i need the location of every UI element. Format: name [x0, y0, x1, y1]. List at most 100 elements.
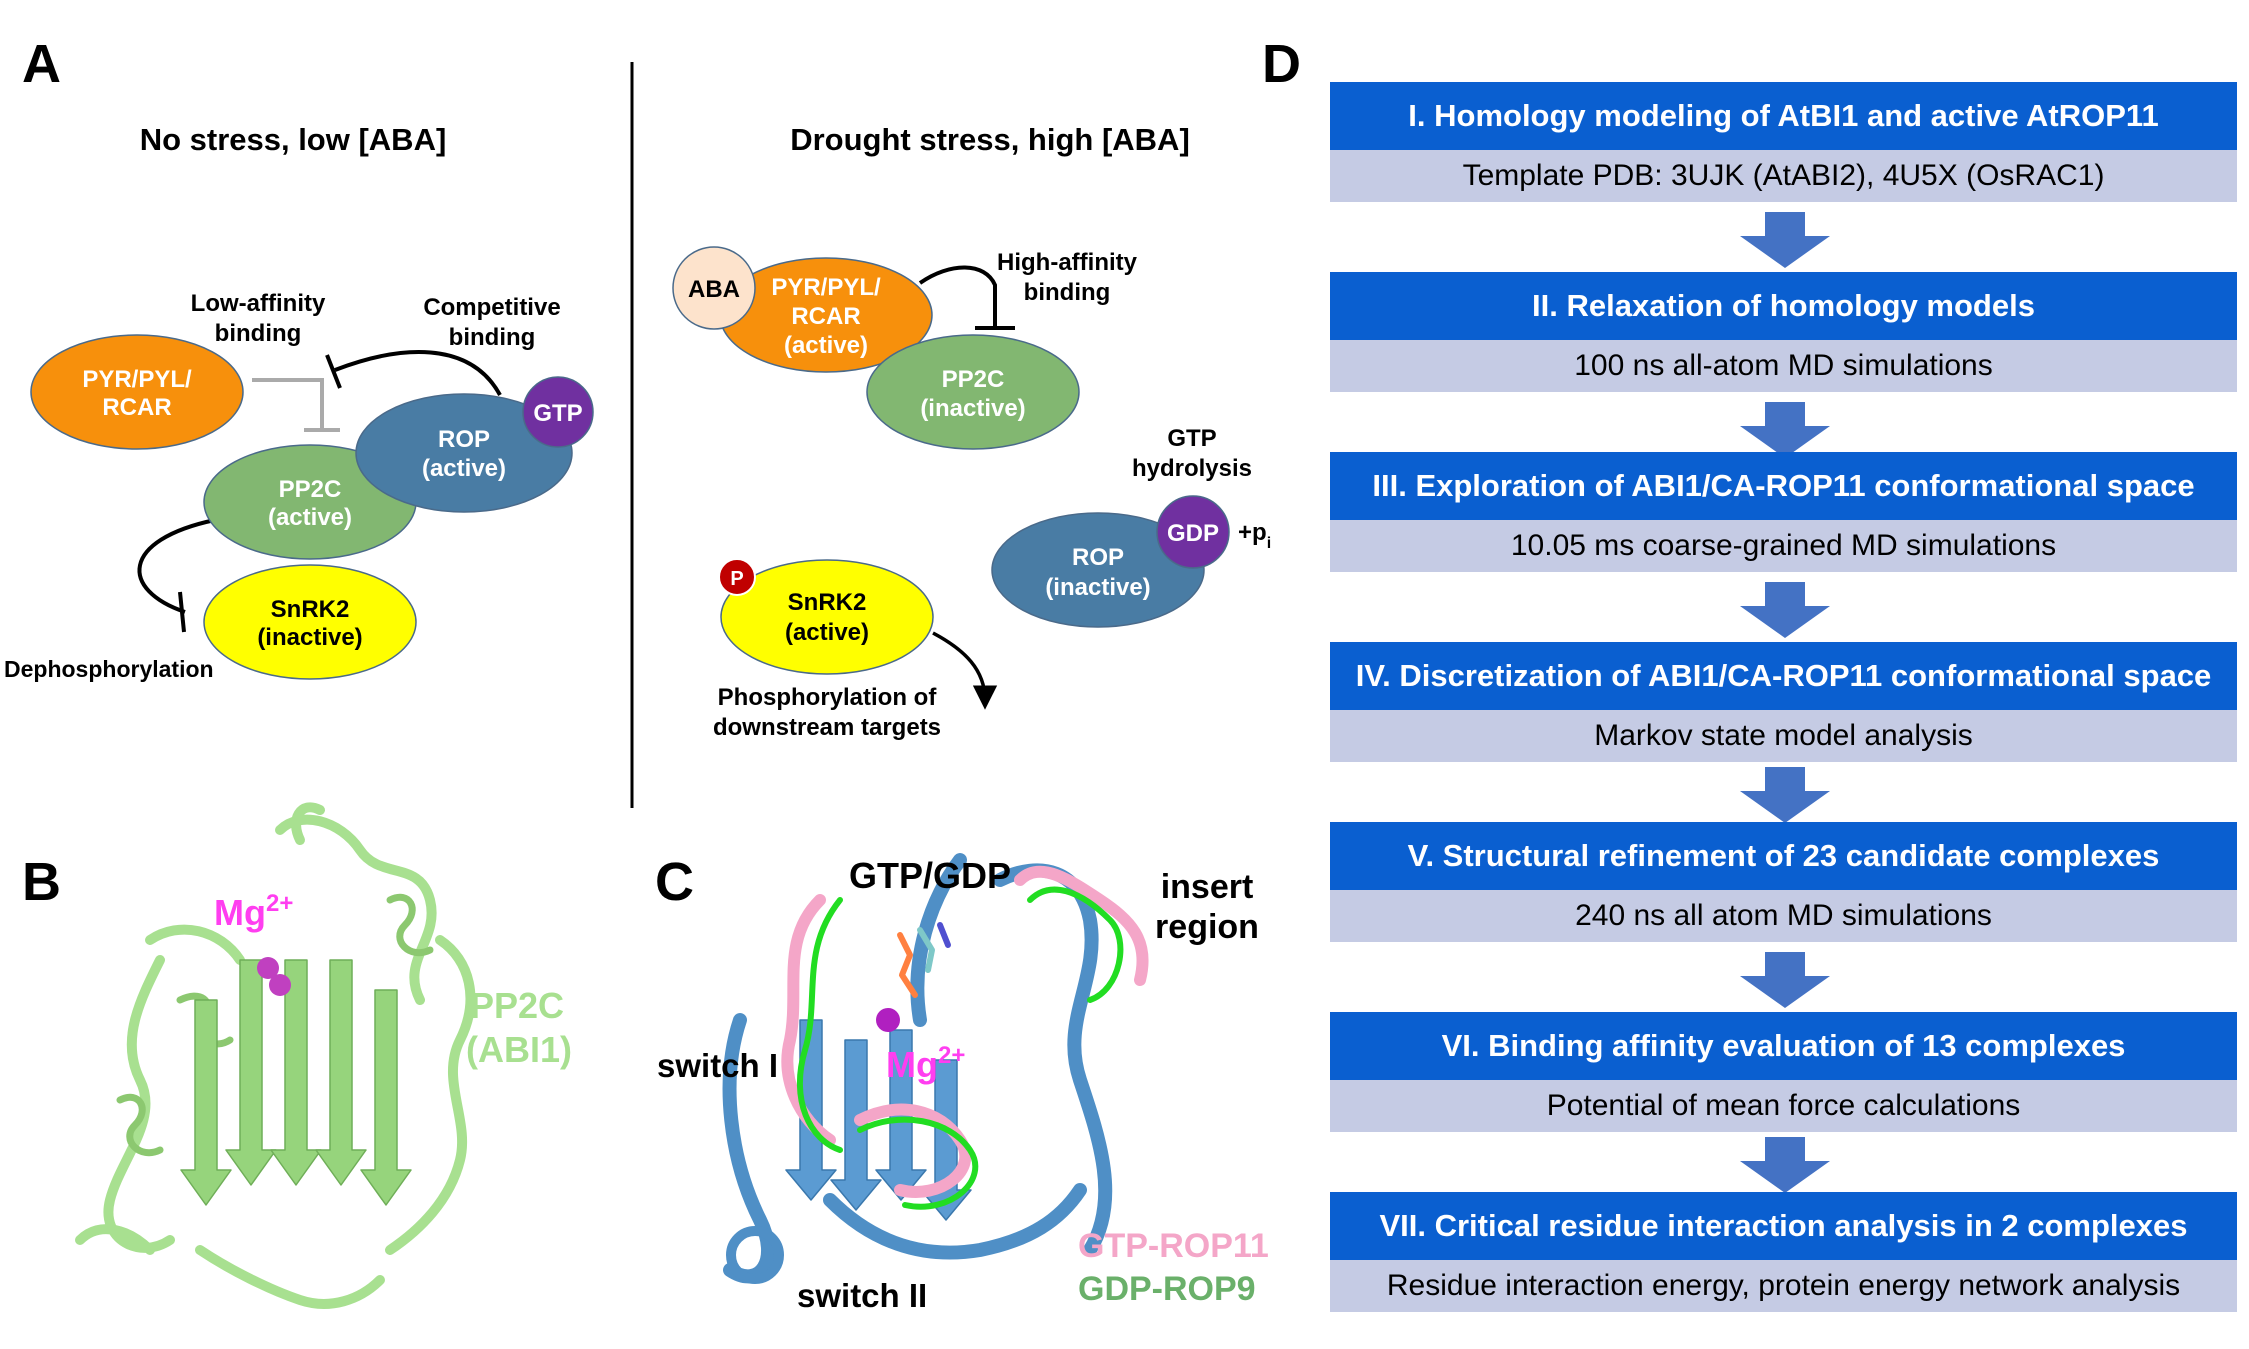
snrk2-label-1: SnRK2 [271, 596, 350, 623]
rop-label-2: (active) [422, 455, 506, 482]
panel-letter-c: C [655, 852, 694, 912]
flow-arrow-6 [1740, 1137, 1830, 1193]
gtp-hydrolysis-label-2: hydrolysis [1132, 455, 1252, 482]
snrk2-node [203, 564, 417, 680]
insert-region-label-1: insert [1161, 868, 1254, 906]
step-3-title: III. Exploration of ABI1/CA-ROP11 confor… [1330, 452, 2237, 520]
rop-label-1: ROP [438, 426, 490, 453]
legend-gtp-rop11: GTP-ROP11 [1078, 1227, 1269, 1265]
dephos-inhibition [137, 518, 216, 614]
flow-arrow-2 [1740, 402, 1830, 458]
gdp-label: GDP [1167, 520, 1219, 547]
gtp-node [522, 376, 594, 448]
pp2c-abi1-label-1: PP2C [470, 985, 564, 1026]
panel-a-left: PYR/PYL/ RCAR PP2C (active) ROP (active)… [4, 290, 594, 682]
step-4: IV. Discretization of ABI1/CA-ROP11 conf… [1330, 642, 2237, 762]
pyr-label-1: PYR/PYL/ [82, 366, 192, 393]
mg-ion-1 [257, 957, 279, 979]
aba-label: ABA [688, 276, 740, 303]
phos-label-1: Phosphorylation of [718, 684, 938, 711]
snrk2-label-2: (inactive) [257, 624, 362, 651]
mg-ion-c [876, 1008, 900, 1032]
step-1-detail: Template PDB: 3UJK (AtABI2), 4U5X (OsRAC… [1330, 150, 2237, 202]
rop-inactive-node [991, 512, 1205, 628]
flow-arrow-3 [1740, 582, 1830, 638]
rop-structure [722, 853, 1149, 1284]
gtp-hydrolysis-label-1: GTP [1167, 425, 1216, 452]
gtp-gdp-label: GTP/GDP [849, 855, 1011, 896]
snrk2-active-node [720, 559, 934, 675]
step-5-title: V. Structural refinement of 23 candidate… [1330, 822, 2237, 890]
high-affinity-inhibition [918, 265, 997, 328]
pp2c-abi1-label-2: (ABI1) [466, 1029, 572, 1070]
gtp-label: GTP [533, 400, 582, 427]
mg-label-c: Mg2+ [886, 1042, 965, 1085]
low-affinity-inhibition [252, 378, 324, 430]
step-4-detail: Markov state model analysis [1330, 710, 2237, 762]
low-affinity-label-1: Low-affinity [191, 290, 326, 317]
step-3-detail: 10.05 ms coarse-grained MD simulations [1330, 520, 2237, 572]
step-2-title: II. Relaxation of homology models [1330, 272, 2237, 340]
pyr-active-label-1: PYR/PYL/ [771, 274, 881, 301]
pp2c-inactive-node [866, 334, 1080, 450]
step-6: VI. Binding affinity evaluation of 13 co… [1330, 1012, 2237, 1132]
pyr-active-label-3: (active) [784, 332, 868, 359]
snrk2-active-label-1: SnRK2 [788, 589, 867, 616]
rop-node [355, 393, 573, 513]
pp2c-inactive-label-1: PP2C [942, 366, 1005, 393]
competitive-label-2: binding [449, 324, 536, 351]
phosphorylation-arrow [932, 631, 998, 710]
competitive-label-1: Competitive [423, 294, 560, 321]
pyr-label-2: RCAR [102, 394, 171, 421]
flow-arrow-5 [1740, 952, 1830, 1008]
pp2c-inactive-label-2: (inactive) [920, 395, 1025, 422]
step-5-detail: 240 ns all atom MD simulations [1330, 890, 2237, 942]
drought-stress-title: Drought stress, high [ABA] [790, 122, 1190, 157]
step-7-title: VII. Critical residue interaction analys… [1330, 1192, 2237, 1260]
pp2c-label-1: PP2C [279, 476, 342, 503]
step-4-title: IV. Discretization of ABI1/CA-ROP11 conf… [1330, 642, 2237, 710]
step-7: VII. Critical residue interaction analys… [1330, 1192, 2237, 1312]
no-stress-title: No stress, low [ABA] [140, 122, 447, 157]
step-3: III. Exploration of ABI1/CA-ROP11 confor… [1330, 452, 2237, 572]
low-affinity-label-2: binding [215, 320, 302, 347]
step-2: II. Relaxation of homology models 100 ns… [1330, 272, 2237, 392]
panel-letter-a: A [22, 34, 61, 94]
flow-arrow-4 [1740, 767, 1830, 823]
pyr-active-label-2: RCAR [791, 303, 860, 330]
panel-letter-b: B [22, 852, 61, 912]
dephos-label: Dephosphorylation [4, 656, 214, 682]
panel-a-right: PYR/PYL/ RCAR (active) ABA PP2C (inactiv… [672, 246, 1271, 741]
aba-node [672, 246, 756, 330]
step-7-detail: Residue interaction energy, protein ener… [1330, 1260, 2237, 1312]
phosphate-label: P [730, 568, 743, 590]
abi1-structure [75, 802, 476, 1309]
step-1-title: I. Homology modeling of AtBI1 and active… [1330, 82, 2237, 150]
step-6-detail: Potential of mean force calculations [1330, 1080, 2237, 1132]
pi-label: +pi [1238, 519, 1271, 552]
step-2-detail: 100 ns all-atom MD simulations [1330, 340, 2237, 392]
mg-ion-2 [269, 974, 291, 996]
rop-inactive-label-2: (inactive) [1045, 574, 1150, 601]
insert-region-label-2: region [1155, 908, 1259, 946]
legend-gdp-rop9: GDP-ROP9 [1078, 1270, 1256, 1308]
switch-1-label: switch I [657, 1047, 778, 1084]
mg-label-b: Mg2+ [214, 890, 293, 933]
competitive-inhibition [334, 350, 502, 396]
pyr-node [30, 334, 244, 450]
gdp-node [1156, 495, 1230, 569]
switch-2-label: switch II [797, 1277, 927, 1314]
snrk2-active-label-2: (active) [785, 619, 869, 646]
step-1: I. Homology modeling of AtBI1 and active… [1330, 82, 2237, 202]
flow-arrow-1 [1740, 212, 1830, 268]
rop-inactive-label-1: ROP [1072, 544, 1124, 571]
high-affinity-label-1: High-affinity [997, 249, 1138, 276]
phosphate-badge [718, 558, 756, 596]
step-5: V. Structural refinement of 23 candidate… [1330, 822, 2237, 942]
step-6-title: VI. Binding affinity evaluation of 13 co… [1330, 1012, 2237, 1080]
high-affinity-label-2: binding [1024, 279, 1111, 306]
phos-label-2: downstream targets [713, 714, 941, 741]
pp2c-label-2: (active) [268, 504, 352, 531]
panel-letter-d: D [1262, 34, 1301, 94]
